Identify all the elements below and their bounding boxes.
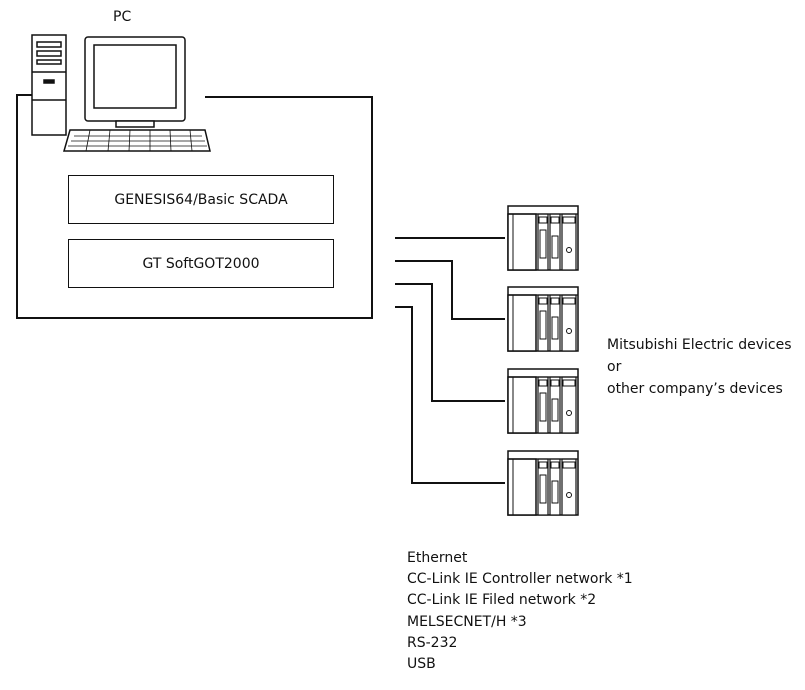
devices-description-line: Mitsubishi Electric devices xyxy=(607,337,792,353)
network-item: CC-Link IE Controller network *1 xyxy=(407,571,633,588)
connection-lines xyxy=(395,237,505,484)
network-item: CC-Link IE Filed network *2 xyxy=(407,592,597,609)
plc-unit-icon xyxy=(507,205,579,271)
pc-label: PC xyxy=(113,9,132,25)
software-label-softgot: GT SoftGOT2000 xyxy=(142,255,260,272)
connection-line-2 xyxy=(395,260,505,320)
connection-line-3 xyxy=(395,283,505,402)
plc-unit-icon xyxy=(507,450,579,516)
network-item: RS-232 xyxy=(407,634,458,651)
devices-description-line: or xyxy=(607,359,622,375)
devices-description: Mitsubishi Electric devices or other com… xyxy=(607,334,792,400)
network-item: USB xyxy=(407,656,436,673)
software-box-softgot: GT SoftGOT2000 xyxy=(68,239,334,288)
network-item: MELSECNET/H *3 xyxy=(407,613,527,630)
desktop-computer-icon xyxy=(31,34,211,152)
software-label-scada: GENESIS64/Basic SCADA xyxy=(114,191,288,208)
pc-frame xyxy=(16,94,373,319)
network-item: Ethernet xyxy=(407,550,468,566)
network-list: Ethernet CC-Link IE Controller network *… xyxy=(407,548,633,675)
devices-description-line: other company’s devices xyxy=(607,381,783,397)
software-box-scada: GENESIS64/Basic SCADA xyxy=(68,175,334,224)
plc-unit-icon xyxy=(507,286,579,352)
connection-line-4 xyxy=(395,306,505,484)
plc-unit-icon xyxy=(507,368,579,434)
